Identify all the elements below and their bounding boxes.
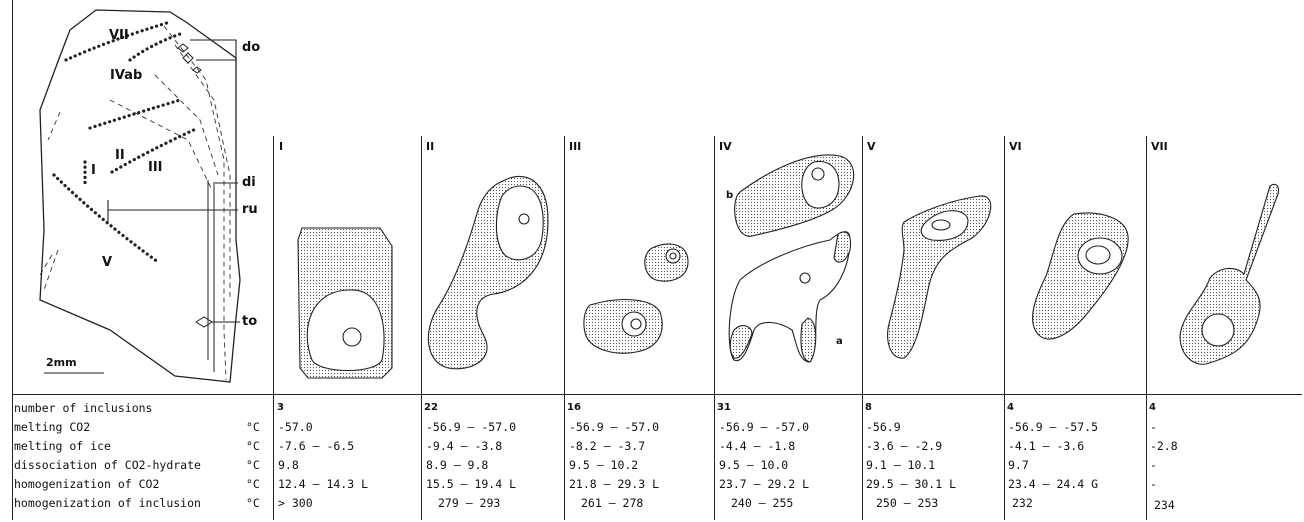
inclusion-iii-small [644, 243, 689, 282]
inclusion-vii-shape [1179, 183, 1280, 365]
column-header-ii: II [426, 140, 435, 153]
cell-homog-co2-i: 12.4 — 14.3 L [278, 477, 369, 491]
cell-dissociation-iv: 9.5 — 10.0 [719, 458, 789, 472]
zone-label-vii: VII [109, 28, 129, 43]
cell-melting-ice-v: -3.6 — -2.9 [866, 439, 943, 453]
crystal-sketch [39, 9, 241, 383]
row-label-homogenization-inclusion: homogenization of inclusion [14, 496, 201, 510]
cell-homog-co2-ii: 15.5 — 19.4 L [426, 477, 517, 491]
cell-melting-co2-iv: -56.9 — -57.0 [719, 420, 810, 434]
cell-melting-co2-ii: -56.9 — -57.0 [426, 420, 517, 434]
column-header-vii: VII [1151, 140, 1168, 153]
inclusion-sublabel-b: b [726, 190, 734, 201]
row-label-homogenization-co2: homogenization of CO2 [14, 477, 160, 491]
cell-melting-ice-iv: -4.4 — -1.8 [719, 439, 796, 453]
cell-homog-co2-iii: 21.8 — 29.3 L [569, 477, 660, 491]
inclusion-drawings [297, 154, 1280, 379]
cell-count-vi: 4 [1007, 402, 1014, 413]
divider-2 [421, 136, 422, 520]
cell-count-v: 8 [865, 402, 872, 413]
inclusion-ii-bubble [495, 185, 544, 261]
column-header-iii: III [569, 140, 582, 153]
cell-melting-co2-i: -57.0 [278, 420, 313, 434]
column-header-vi: VI [1009, 140, 1022, 153]
divider-left [12, 0, 13, 520]
label-ru: ru [242, 202, 258, 217]
column-header-i: I [279, 140, 284, 153]
cell-melting-co2-vii: - [1150, 420, 1157, 434]
row-unit-melting-of-ice: °C [246, 439, 260, 453]
row-label-melting-of-ice: melting of ice [14, 439, 111, 453]
scale-bar-label: 2mm [46, 356, 77, 369]
cell-melting-ice-i: -7.6 — -6.5 [278, 439, 355, 453]
cell-homog-incl-ii: 279 — 293 [438, 496, 501, 510]
divider-3 [564, 136, 565, 520]
cell-dissociation-ii: 8.9 — 9.8 [426, 458, 489, 472]
divider-1 [273, 136, 274, 520]
divider-5 [862, 136, 863, 520]
cell-melting-ice-vi: -4.1 — -3.6 [1008, 439, 1085, 453]
cell-melting-ice-ii: -9.4 — -3.8 [426, 439, 503, 453]
cell-homog-incl-v: 250 — 253 [876, 496, 939, 510]
label-di: di [242, 175, 256, 190]
cell-dissociation-vii: - [1150, 458, 1157, 472]
row-label-number-of-inclusions: number of inclusions [14, 401, 153, 415]
inclusion-ii-vapour [518, 213, 530, 225]
cell-melting-ice-vii: -2.8 [1150, 439, 1178, 453]
divider-4 [714, 136, 715, 520]
zone-label-ii: II [115, 148, 125, 163]
cell-melting-co2-vi: -56.9 — -57.5 [1008, 420, 1099, 434]
table-top-rule [12, 394, 1302, 395]
cell-homog-co2-vi: 23.4 — 24.4 G [1008, 477, 1099, 491]
cell-melting-co2-v: -56.9 [866, 420, 901, 434]
row-unit-melting-co2: °C [246, 420, 260, 434]
cell-homog-incl-iv: 240 — 255 [731, 496, 794, 510]
row-label-dissociation: dissociation of CO2-hydrate [14, 458, 201, 472]
cell-count-i: 3 [277, 402, 284, 413]
divider-6 [1004, 136, 1005, 520]
row-unit-homogenization-inclusion: °C [246, 496, 260, 510]
column-header-v: V [867, 140, 876, 153]
cell-homog-co2-vii: - [1150, 477, 1157, 491]
inclusion-sublabel-a: a [836, 336, 843, 347]
row-label-melting-co2: melting CO2 [14, 420, 91, 434]
cell-count-iii: 16 [567, 402, 581, 413]
inclusion-v-shape [887, 195, 992, 359]
cell-homog-incl-vii: 234 [1154, 498, 1175, 512]
cell-homog-incl-vi: 232 [1012, 496, 1033, 510]
label-do: do [242, 40, 261, 55]
row-unit-homogenization-co2: °C [246, 477, 260, 491]
label-to: to [242, 314, 258, 329]
zone-label-i: I [91, 163, 96, 178]
cell-dissociation-i: 9.8 [278, 458, 299, 472]
cell-homog-co2-v: 29.5 — 30.1 L [866, 477, 957, 491]
cell-melting-co2-iii: -56.9 — -57.0 [569, 420, 660, 434]
cell-dissociation-v: 9.1 — 10.1 [866, 458, 936, 472]
zone-label-iii: III [148, 160, 163, 175]
cell-count-vii: 4 [1149, 402, 1156, 413]
cell-homog-incl-iii: 261 — 278 [581, 496, 644, 510]
cell-homog-co2-iv: 23.7 — 29.2 L [719, 477, 810, 491]
divider-7 [1146, 136, 1147, 520]
cell-dissociation-vi: 9.7 [1008, 458, 1029, 472]
cell-count-ii: 22 [424, 402, 438, 413]
inclusion-vi-shape [1032, 212, 1129, 340]
column-header-iv: IV [719, 140, 732, 153]
cell-melting-ice-iii: -8.2 — -3.7 [569, 439, 646, 453]
zone-label-ivab: IVab [110, 68, 143, 83]
row-unit-dissociation: °C [246, 458, 260, 472]
cell-dissociation-iii: 9.5 — 10.2 [569, 458, 639, 472]
cell-homog-incl-i: > 300 [278, 496, 313, 510]
zone-label-v: V [102, 255, 113, 270]
cell-count-iv: 31 [717, 402, 731, 413]
inclusion-i-vapour [342, 327, 362, 347]
